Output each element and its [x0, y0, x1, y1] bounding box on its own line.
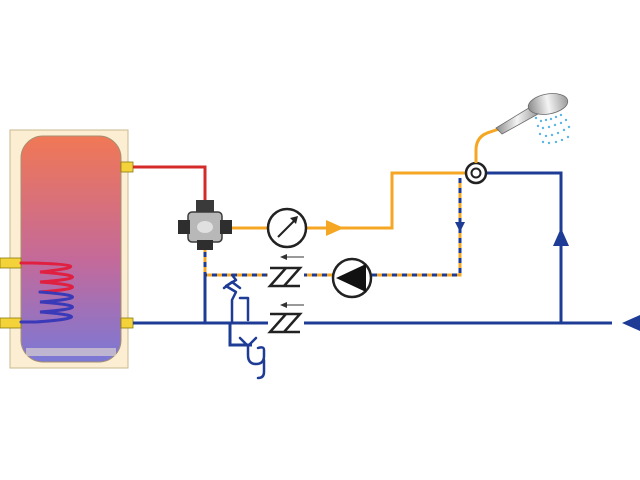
shower-hose	[474, 126, 503, 163]
shower-icon	[474, 93, 571, 163]
check-valve-upper-symbol	[267, 266, 303, 288]
hot-outlet-connector	[120, 161, 134, 173]
mixing-valve-port-bottom	[197, 240, 213, 250]
check-valve-lower-arrow-icon	[280, 302, 304, 308]
mixing-valve-port-right	[220, 220, 232, 234]
coil-outlet-connector	[0, 317, 22, 329]
thermometer-needle	[277, 218, 297, 238]
pump-icon	[331, 257, 373, 299]
mixing-valve-cap	[196, 200, 214, 212]
check-valve-lower-icon	[267, 312, 304, 334]
check-valve-lower-symbol	[267, 312, 303, 334]
coil-blue-section	[19, 290, 74, 324]
hot-supply-pipe	[133, 165, 207, 200]
cold-flow-arrow-icon	[553, 228, 569, 246]
tap-point-icon	[464, 161, 488, 185]
safety-valve-outlet	[238, 296, 250, 322]
coil-inlet-connector	[0, 257, 22, 269]
mixing-valve-highlight	[197, 221, 213, 233]
mixing-valve-icon	[178, 200, 232, 250]
coil-red-section	[19, 261, 74, 294]
shower-head	[527, 93, 569, 115]
thermometer-needle-tip	[290, 216, 298, 224]
thermometer-icon	[266, 207, 308, 249]
safety-valve-body	[222, 280, 242, 290]
return-flow-arrow-icon	[455, 222, 465, 232]
tank-icon	[9, 129, 129, 369]
tank-base-shadow	[26, 348, 116, 356]
mixing-valve-port-left	[178, 220, 190, 234]
cold-water-lines	[133, 171, 612, 347]
pump-direction-arrow	[336, 264, 366, 292]
heat-coil-icon	[19, 261, 74, 324]
cold-inlet-arrow-icon	[622, 315, 640, 331]
mixed-supply-pipe	[306, 171, 468, 230]
tank-body	[20, 135, 122, 363]
check-valve-upper-arrow-icon	[280, 254, 304, 260]
safety-valve-icon	[222, 273, 250, 325]
safety-valve-spring	[224, 273, 238, 325]
drain-siphon-icon	[238, 336, 266, 380]
safety-branch-pipe	[228, 323, 252, 347]
cold-to-shower-pipe	[486, 171, 563, 323]
mixed-flow-arrow-icon	[326, 220, 344, 236]
cold-inlet-connector	[120, 317, 134, 329]
check-valve-upper-icon	[267, 266, 304, 288]
siphon-drain	[256, 358, 266, 380]
shower-spray	[534, 113, 571, 145]
siphon-trap	[246, 344, 266, 366]
tap-inner-ring	[470, 167, 482, 179]
